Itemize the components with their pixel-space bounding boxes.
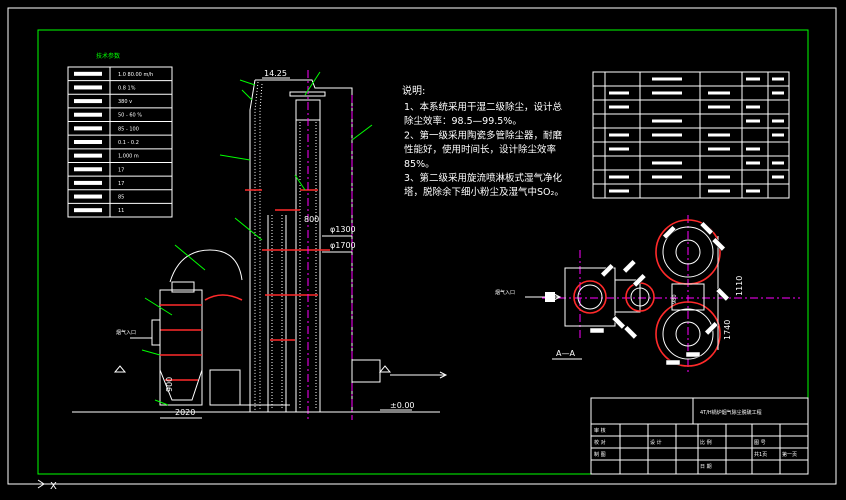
parts-cell [652,91,682,95]
dim-d900: 900 [165,377,174,392]
parts-cell [652,161,682,165]
tech-row-label [74,194,102,199]
parts-cell [746,189,760,193]
tech-row-label [74,126,102,131]
tech-row-label [74,208,102,213]
parts-cell [652,119,682,123]
tower-elevation [72,70,440,420]
title-cell: 图 号 [754,440,766,446]
parts-cell [746,105,760,109]
title-cell: 校 对 [594,439,606,446]
parts-cell [772,161,784,165]
tech-row-value: 85 - 100 [118,126,139,132]
tech-row-value: 1.0 80.00 m/h [118,72,153,78]
tech-row-value: 0.1 - 0.2 [118,140,139,146]
parts-cell [772,133,784,137]
tech-row-label [74,85,102,90]
tech-row-label [74,112,102,117]
multicyclone-elevation [151,249,243,406]
dim-d1700: φ1700 [330,241,356,250]
title-cell: 日 期 [700,464,712,470]
tech-row-value: 380 v [118,99,132,105]
plan-callout-tags [589,221,730,366]
note-line: 塔，脱除余下细小粉尘及湿气中SO₂。 [404,186,564,198]
outer-frame [7,7,837,485]
title-cell: 共1页 [754,451,767,458]
ground-marker-right [378,365,392,373]
title-cell: 比 例 [700,439,712,446]
parts-cell [772,119,784,123]
note-line: 1、本系统采用干湿二级除尘，设计总 [404,101,563,113]
callout-leaders [141,71,373,406]
parts-list [592,71,790,199]
title-block [590,397,809,475]
tech-row-value: 11 [118,208,124,214]
title-cell: 设 计 [650,439,662,446]
dim-elev0: ±0.00 [390,401,415,410]
tech-row-value: 1,000 m [118,154,139,160]
dim-d2020: 2020 [175,408,195,417]
note-line: 性能好，使用时间长，设计除尘效率 [404,144,557,156]
parts-cell [746,77,760,81]
inner-border [37,29,809,475]
tech-table-title: 技术参数 [96,52,120,60]
tech-row-label [74,71,102,76]
parts-cell [609,105,629,109]
ucs-icon: X [18,479,57,492]
ground-marker-left [113,365,127,373]
dim-d800: 800 [304,215,319,224]
section-label: A—A [556,349,575,358]
title-block-project: 4T/H锅炉烟气除尘脱硫工程 [700,409,762,416]
parts-cell [772,77,784,81]
title-cell: 制 图 [594,451,606,458]
tech-row-label [74,167,102,172]
dim-d980: 980 [672,294,678,304]
tech-row-label [74,99,102,104]
parts-cell [652,77,682,81]
parts-cell [772,91,784,95]
note-line: 3、第二级采用旋流喷淋板式湿气净化 [404,172,563,184]
parts-cell [772,175,784,179]
dim-d1740: 1740 [723,320,732,340]
parts-cell [652,133,682,137]
parts-cell [708,133,730,137]
parts-cell [652,175,682,179]
tech-row-label [74,140,102,144]
parts-cell [708,189,730,193]
tech-row-value: 17 [118,181,124,187]
note-line: 2、第一级采用陶瓷多管除尘器，耐磨 [404,129,563,141]
parts-cell [609,133,629,137]
note-line: 除尘效率：98.5—99.5%。 [404,115,522,127]
dim-d1110: 1110 [735,276,744,296]
dim-top: 14.25 [264,69,287,78]
parts-cell [609,175,629,179]
notes-heading: 说明: [402,84,425,97]
note-line: 85%。 [404,159,435,170]
parts-cell [746,161,760,165]
inlet-label-left: 烟气入口 [116,329,136,336]
tech-row-label [74,153,102,158]
parts-cell [609,189,629,193]
parts-cell [609,91,629,95]
dim-d1300: φ1300 [330,225,356,234]
parts-cell [708,147,730,151]
tech-table [67,66,173,218]
title-cell: 审 核 [594,427,606,434]
parts-cell [708,91,730,95]
parts-cell [708,175,730,179]
tech-row-label [74,180,102,185]
parts-cell [609,147,629,151]
title-cell: 第一页 [782,451,797,458]
inlet-label-right: 烟气入口 [495,289,515,296]
tech-row-value: 50 - 60 % [118,113,142,119]
svg-text:X: X [50,481,57,492]
parts-cell [708,105,730,109]
parts-cell [746,119,760,123]
tech-row-value: 0.8 1% [118,85,136,91]
tech-row-value: 85 [118,195,124,201]
flow-arrow [390,371,448,379]
parts-cell [746,147,760,151]
tech-row-value: 17 [118,167,124,173]
